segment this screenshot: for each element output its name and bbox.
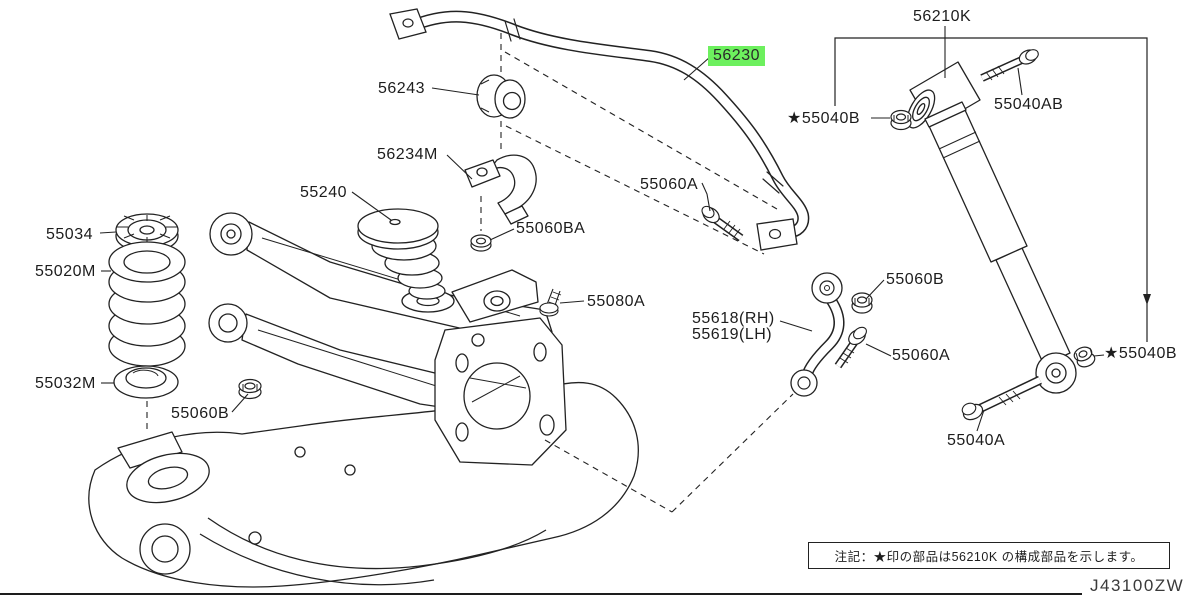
bottom-rule	[0, 593, 1082, 595]
nut-55040b-right-art	[1073, 346, 1096, 368]
part-label-55040B-upper[interactable]: ★55040B	[787, 110, 861, 127]
stabilizer-clamp-art	[464, 154, 537, 225]
part-label-55032M[interactable]: 55032M	[35, 375, 96, 392]
part-label-55060B-right[interactable]: 55060B	[886, 271, 945, 288]
part-label-56234M[interactable]: 56234M	[377, 146, 438, 163]
bump-stop-art	[357, 208, 446, 300]
diagram-code: J43100ZW	[1090, 576, 1185, 595]
part-label-55034[interactable]: 55034	[46, 226, 93, 243]
coil-spring-art	[108, 213, 186, 399]
leader-lines	[99, 26, 1105, 432]
nut-55060b-left-art	[238, 378, 262, 400]
note-text: 注記：★印の部品は56210K の構成部品を示します。	[834, 550, 1144, 564]
part-label-55040A[interactable]: 55040A	[947, 432, 1006, 449]
part-label-55040AB[interactable]: 55040AB	[994, 96, 1064, 113]
stabilizer-bar-art	[389, 8, 810, 251]
part-label-55040B-right[interactable]: ★55040B	[1104, 345, 1178, 362]
stabilizer-bushing-art	[476, 74, 526, 119]
part-label-55060A-right[interactable]: 55060A	[892, 347, 951, 364]
nut-55060ba-art	[470, 234, 492, 252]
part-label-55080A[interactable]: 55080A	[587, 293, 646, 310]
bolt-55040a-art	[961, 375, 1042, 421]
nut-55040b-left-art	[890, 109, 912, 131]
part-label-56210K[interactable]: 56210K	[913, 8, 972, 25]
part-label-55619LH[interactable]: 55619(LH)	[692, 326, 773, 343]
part-label-55060A-top[interactable]: 55060A	[640, 176, 699, 193]
part-label-56230[interactable]: 56230	[708, 46, 765, 66]
part-label-55240[interactable]: 55240	[300, 184, 347, 201]
part-label-55060B-left[interactable]: 55060B	[171, 405, 230, 422]
part-label-56243[interactable]: 56243	[378, 80, 425, 97]
shock-absorber-art	[906, 61, 1077, 394]
connecting-rod-art	[790, 272, 845, 397]
nut-55060b-right-art	[851, 292, 873, 314]
bolt-55060a-top-art	[701, 205, 744, 242]
note-box: 注記：★印の部品は56210K の構成部品を示します。	[808, 542, 1170, 569]
knuckle-bracket-art	[434, 269, 567, 466]
kit-boundary-lines	[834, 37, 1151, 342]
bolt-55040ab-art	[980, 49, 1039, 82]
part-label-55020M[interactable]: 55020M	[35, 263, 96, 280]
part-label-55060BA[interactable]: 55060BA	[516, 220, 586, 237]
part-label-55618RH[interactable]: 55618(RH)	[692, 310, 775, 327]
bolt-55060a-right-art	[834, 326, 867, 369]
screw-55080a-art	[539, 288, 562, 317]
construction-lines-front	[544, 393, 794, 513]
